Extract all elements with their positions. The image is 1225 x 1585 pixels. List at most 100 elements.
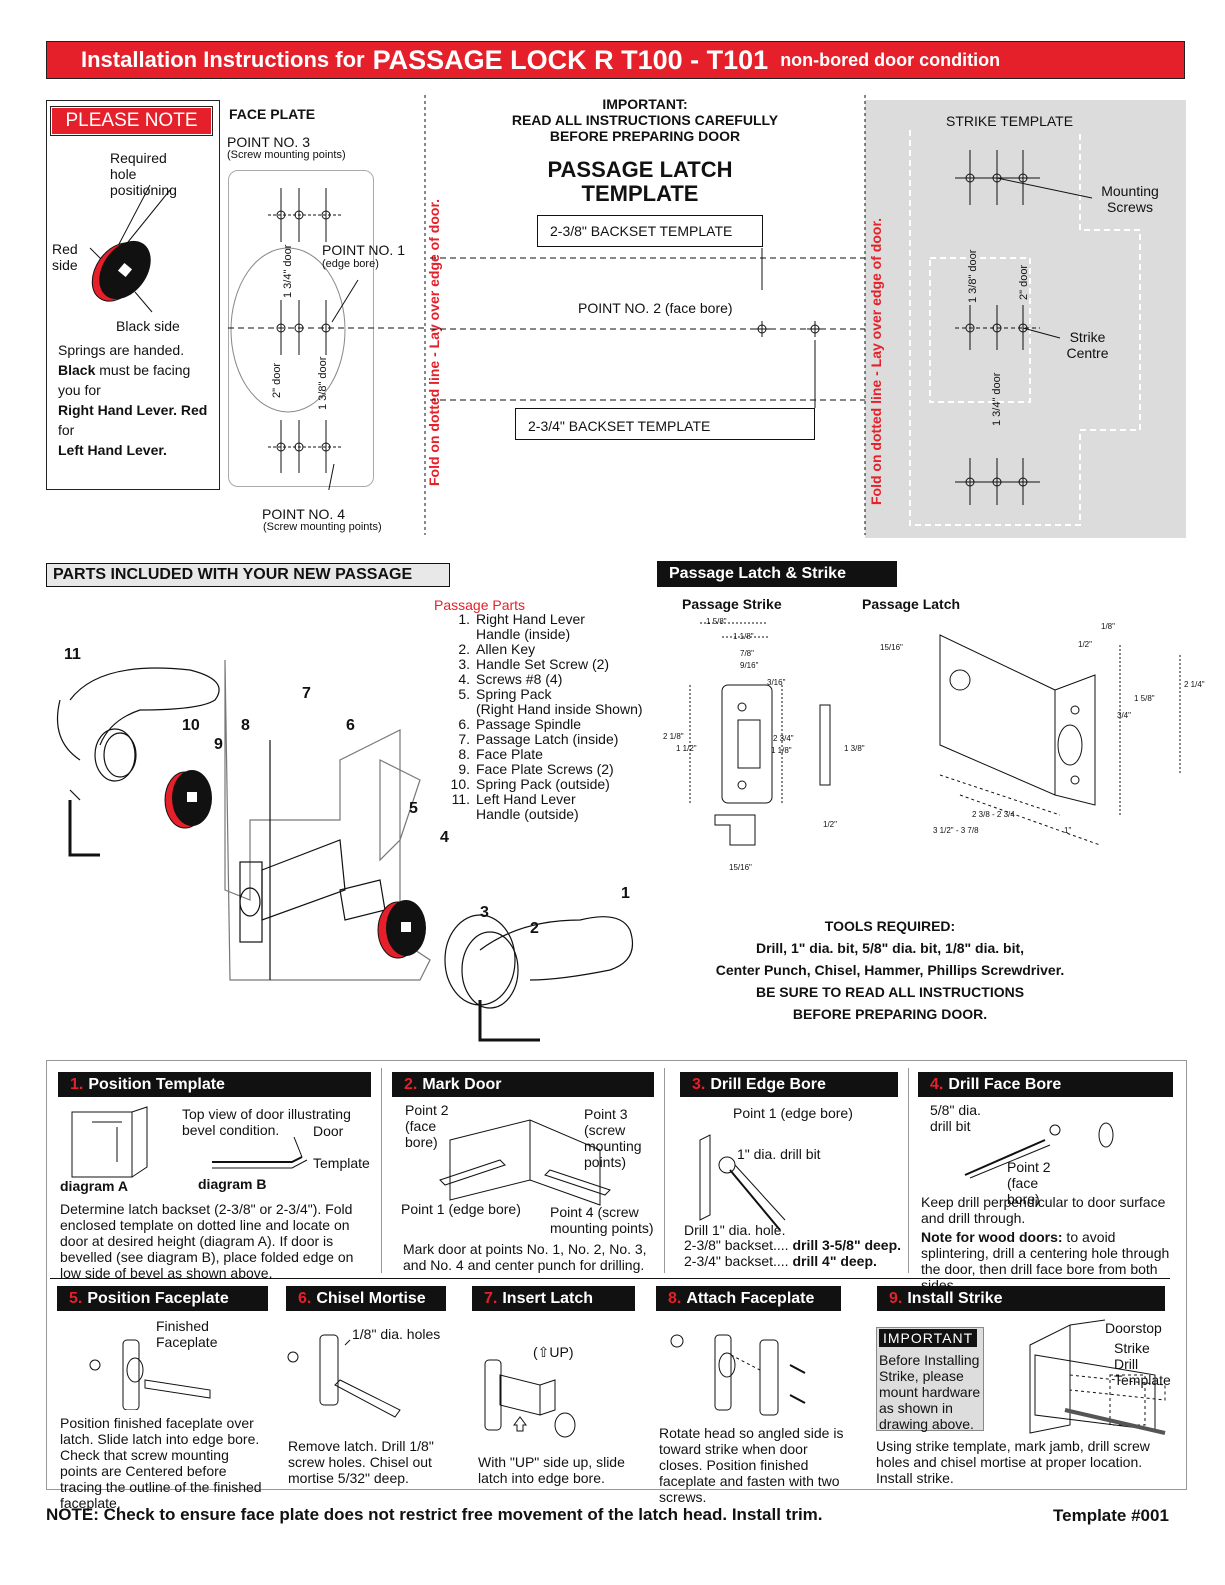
before-prep-line: BEFORE PREPARING DOOR <box>549 128 741 144</box>
step-3-num: 3. <box>692 1075 706 1093</box>
point4-sub: (Screw mounting points) <box>263 521 382 533</box>
passage-parts-title: Passage Parts <box>434 597 526 613</box>
l-dim-8: 3 1/2" - 3 7/8 <box>933 826 979 835</box>
parts-list-item: 2.Allen Key <box>434 642 654 657</box>
l-dim-6: 3/4" <box>1117 711 1131 720</box>
point2-label: POINT NO. 2 (face bore) <box>578 300 733 316</box>
step-7-header: 7.Insert Latch <box>472 1286 635 1311</box>
latch-strike-dimensions <box>689 622 1181 846</box>
step-7-title: Insert Latch <box>502 1289 594 1307</box>
step-3-text2: 2-3/8" backset.... <box>684 1237 789 1253</box>
s-dim-9: 1 1/8" <box>771 746 792 755</box>
step-4-note-bold: Note for wood doors: <box>921 1229 1063 1245</box>
note-right-hand-bold: Right Hand Lever. Red <box>58 402 208 418</box>
strike-dim-134: 1 3/4" door <box>991 372 1003 426</box>
parts-included-title: PARTS INCLUDED WITH YOUR NEW PASSAGE <box>46 563 450 587</box>
step-1-template: Template <box>313 1155 370 1171</box>
parts-item-number: 11. <box>451 791 470 807</box>
note-left-hand-bold: Left Hand Lever. <box>58 442 167 458</box>
s-dim-4: 9/16" <box>740 661 759 670</box>
step-3-text3b: drill 4" deep. <box>792 1253 877 1269</box>
backset-234-box: 2-3/4" BACKSET TEMPLATE <box>515 408 815 440</box>
parts-item-label-2: Handle (inside) <box>476 626 571 642</box>
step-4-note: Note for wood doors: to avoid splinterin… <box>921 1229 1176 1293</box>
s-dim-5: 3/16" <box>767 678 786 687</box>
step-9-text: Using strike template, mark jamb, drill … <box>876 1438 1150 1486</box>
step-4-text1: Keep drill perpendicular to door surface… <box>921 1194 1166 1226</box>
parts-item-label: Face Plate <box>476 746 543 762</box>
step-1-diag-b: diagram B <box>198 1176 267 1192</box>
l-dim-1: 15/16" <box>880 643 903 652</box>
step-9-doorstop: Doorstop <box>1105 1320 1162 1336</box>
parts-list-item: 9.Face Plate Screws (2) <box>434 762 654 777</box>
step-7-text: With "UP" side up, slide latch into edge… <box>478 1454 625 1486</box>
step-4-p2: Point 2 (face bore) <box>1007 1159 1051 1207</box>
step-4-bit: 5/8" dia. drill bit <box>930 1102 981 1134</box>
tools-line-3: BE SURE TO READ ALL INSTRUCTIONS <box>755 984 1025 1000</box>
l-dim-3: 1/2" <box>1078 640 1092 649</box>
step-9-title: Install Strike <box>907 1289 1003 1307</box>
strike-dim-2: 2" door <box>1018 264 1030 300</box>
exploded-view-diagram <box>56 659 634 1042</box>
step-2-title: Mark Door <box>422 1075 502 1093</box>
spring-pack-diagram <box>89 184 171 313</box>
fold-line-right <box>864 95 866 535</box>
parts-item-label: Passage Latch (inside) <box>476 731 619 747</box>
important-label: IMPORTANT: <box>602 96 688 112</box>
step-1-text: Determine latch backset (2-3/8" or 2-3/4… <box>60 1201 354 1281</box>
backset-238-box: 2-3/8" BACKSET TEMPLATE <box>537 215 763 247</box>
step-3-p1: Point 1 (edge bore) <box>733 1105 853 1121</box>
please-note-title: PLEASE NOTE <box>50 106 213 136</box>
passage-latch-label: Passage Latch <box>862 596 961 612</box>
step-1-header: 1.Position Template <box>58 1072 371 1097</box>
step-9-num: 9. <box>889 1289 903 1307</box>
tools-line-2: Center Punch, Chisel, Hammer, Phillips S… <box>715 962 1065 978</box>
callout-4: 4 <box>440 829 449 846</box>
step-6-header: 6.Chisel Mortise <box>286 1286 446 1311</box>
important-header: IMPORTANT: READ ALL INSTRUCTIONS CAREFUL… <box>480 96 810 144</box>
strike-template-title: STRIKE TEMPLATE <box>946 113 1074 129</box>
l-dim-5: 1 5/8" <box>1134 694 1155 703</box>
step-6-text: Remove latch. Drill 1/8" screw holes. Ch… <box>288 1438 434 1486</box>
s-dim-3: 7/8" <box>740 649 754 658</box>
step-4-header: 4.Drill Face Bore <box>918 1072 1173 1097</box>
parts-list-item: 8.Face Plate <box>434 747 654 762</box>
step-1-num: 1. <box>70 1075 84 1093</box>
strike-dim-138: 1 3/8" door <box>967 249 979 303</box>
callout-1: 1 <box>621 885 630 902</box>
point3-sub: (Screw mounting points) <box>227 149 346 161</box>
divider <box>908 1068 909 1273</box>
step-4-title: Drill Face Bore <box>948 1075 1062 1093</box>
l-dim-7: 2 3/8 - 2 3/4 <box>972 810 1015 819</box>
s-dim-2: 1 1/8" <box>733 632 754 641</box>
red-side-label: Red side <box>52 241 78 273</box>
step-2-p4: Point 4 (screw mounting points) <box>550 1204 654 1236</box>
step-9-important-box: IMPORTANT Before Installing Strike, plea… <box>876 1327 984 1432</box>
callout-6: 6 <box>346 717 355 734</box>
step-9-diagram <box>1029 1319 1166 1435</box>
step-1-topview: Top view of door illustrating bevel cond… <box>182 1106 351 1138</box>
step-2-p2: Point 2 (face bore) <box>405 1102 449 1150</box>
step-9-header: 9.Install Strike <box>877 1286 1165 1311</box>
parts-item-number: 10. <box>450 776 470 792</box>
divider <box>664 1068 665 1273</box>
s-dim-12: 15/16" <box>729 863 752 872</box>
l-dim-4: 2 1/4" <box>1184 680 1205 689</box>
step-2-text: Mark door at points No. 1, No. 2, No. 3,… <box>403 1241 647 1273</box>
passage-strike-label: Passage Strike <box>682 596 782 612</box>
black-side-label: Black side <box>116 318 180 334</box>
tools-required: TOOLS REQUIRED: Drill, 1" dia. bit, 5/8"… <box>680 915 1100 1025</box>
step-6-label: 1/8" dia. holes <box>352 1326 441 1342</box>
parts-item-label: Allen Key <box>476 641 536 657</box>
tools-line-1: Drill, 1" dia. bit, 5/8" dia. bit, 1/8" … <box>755 940 1025 956</box>
step-9-important: IMPORTANT <box>879 1329 978 1347</box>
parts-item-label-2: Handle (outside) <box>476 806 579 822</box>
read-all-line: READ ALL INSTRUCTIONS CAREFULLY <box>511 112 779 128</box>
step-4-num: 4. <box>930 1075 944 1093</box>
step-1-title: Position Template <box>88 1075 225 1093</box>
parts-item-number: 9. <box>458 761 470 777</box>
step-1-door: Door <box>313 1123 344 1139</box>
callout-3: 3 <box>480 904 489 921</box>
template-guides <box>430 248 865 408</box>
